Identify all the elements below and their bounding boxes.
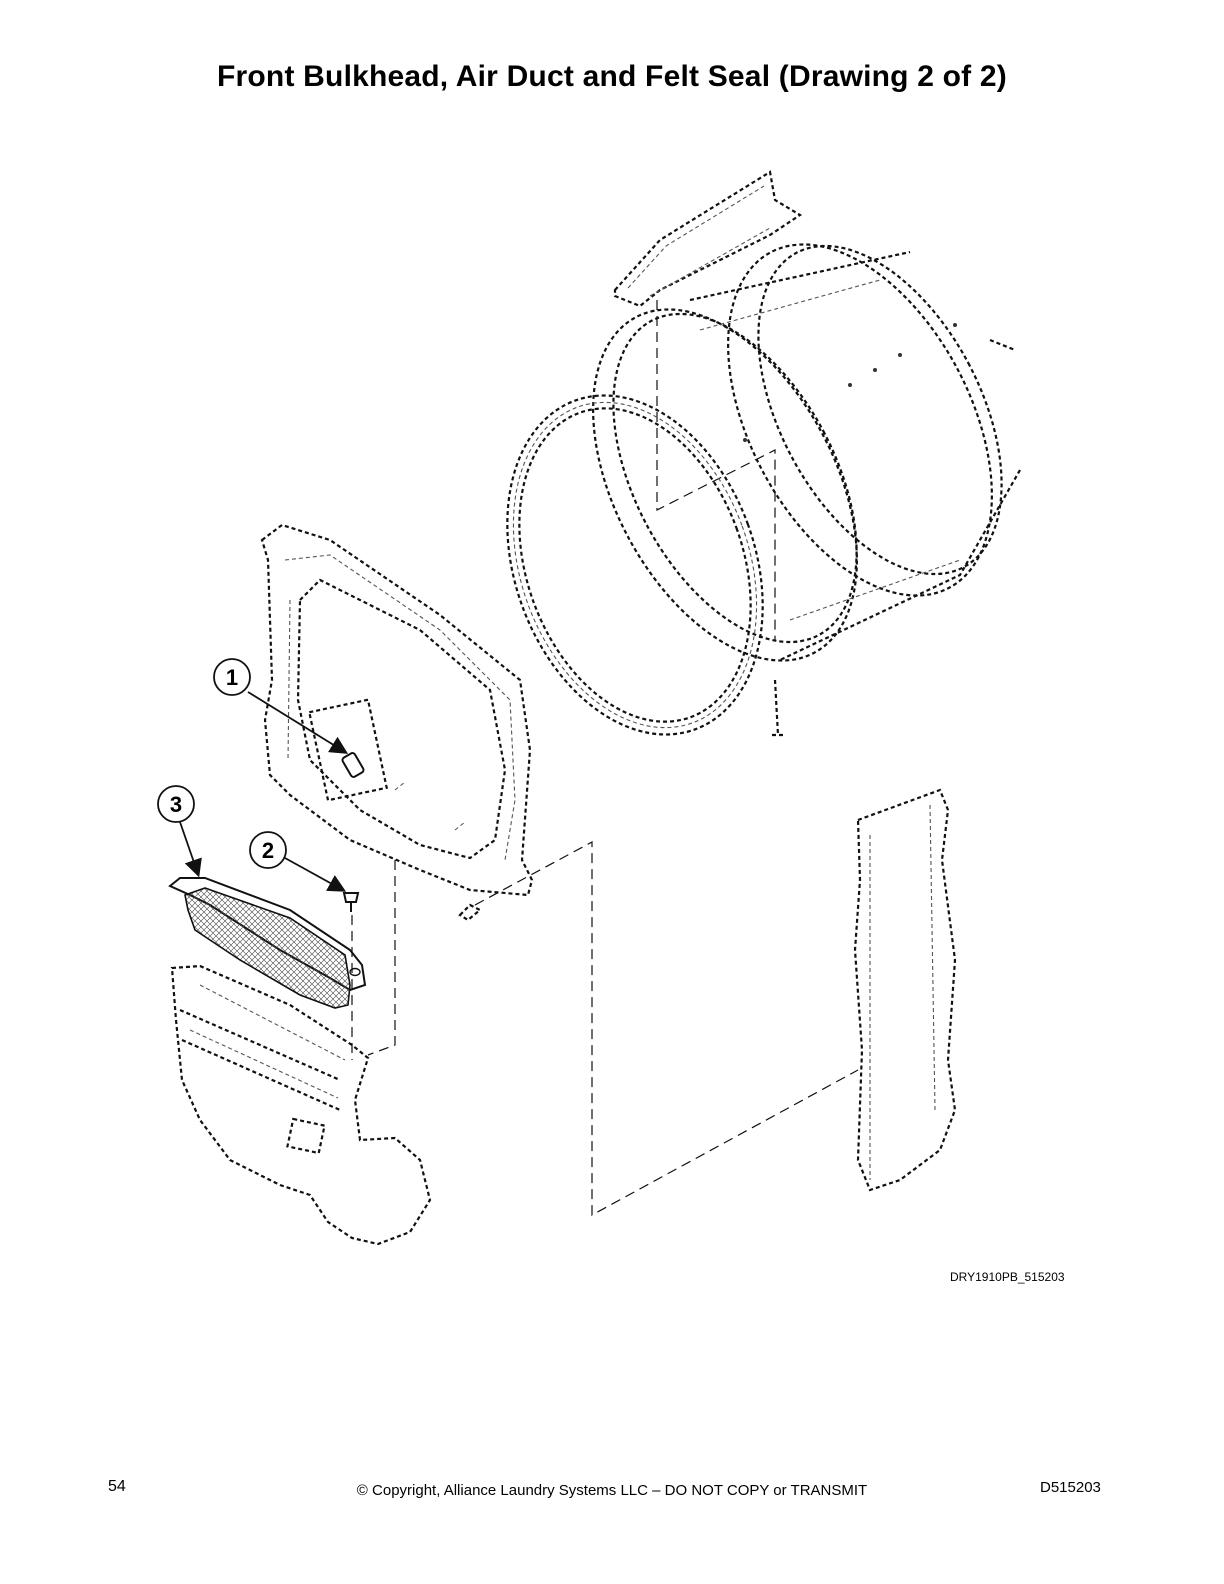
guide-line-duct: [367, 860, 396, 1056]
page-title: Front Bulkhead, Air Duct and Felt Seal (…: [217, 60, 1007, 93]
guide-line-bracket: [656, 300, 776, 640]
part-2-screw: [342, 892, 360, 912]
drawing-id: DRY1910PB_515203: [950, 1270, 1065, 1284]
felt-seal-phantom: [506, 394, 764, 736]
top-bracket-phantom: [613, 170, 803, 308]
callout-2-label: 2: [262, 838, 274, 863]
part-1-switch: [341, 752, 365, 778]
part-3-lint-filter: [168, 877, 367, 1009]
drum-phantom: [592, 243, 1021, 662]
copyright-notice: © Copyright, Alliance Laundry Systems LL…: [356, 1482, 868, 1499]
document-number: D515203: [1040, 1479, 1101, 1496]
guide-line-panel: [474, 840, 859, 1217]
front-bulkhead-phantom: [260, 523, 534, 897]
callout-3: 3: [157, 785, 202, 878]
drum-screw-phantom: [772, 679, 784, 737]
bulkhead-screw-phantom: [458, 903, 482, 922]
callout-3-label: 3: [170, 792, 182, 817]
callout-1-label: 1: [226, 665, 238, 690]
callout-2: 2: [249, 831, 347, 892]
side-panel-phantom: [853, 788, 957, 1192]
callout-1: 1: [213, 658, 349, 754]
page-number: 54: [108, 1478, 126, 1495]
air-duct-phantom: [170, 964, 432, 1246]
